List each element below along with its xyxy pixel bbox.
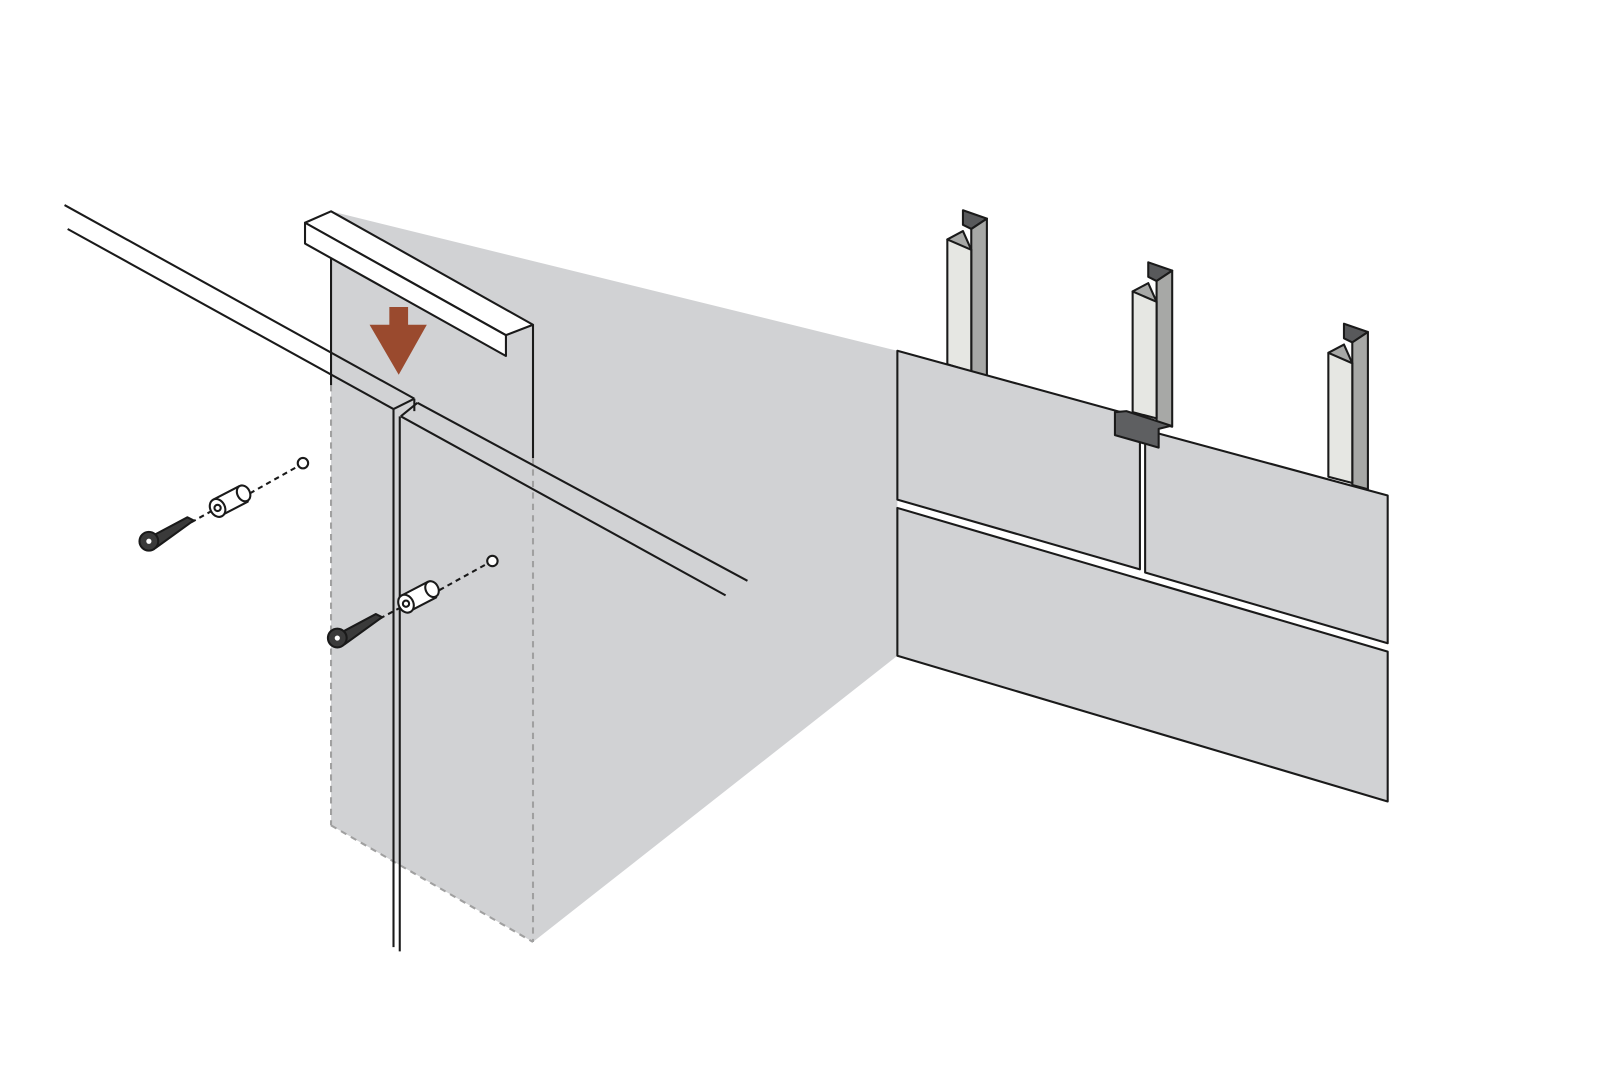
spacer-sleeve	[208, 484, 252, 518]
screw-icon	[326, 613, 384, 649]
panel-clip	[1113, 410, 1173, 449]
vertical-joint-rail	[392, 409, 401, 952]
detail-projection	[331, 211, 898, 942]
hidden-edges	[330, 385, 535, 943]
cladding-panel-bottom	[896, 506, 1389, 803]
spacer-sleeve	[397, 580, 440, 614]
screw-icon	[138, 516, 195, 552]
fixing-path	[249, 464, 301, 495]
top-z-channel	[303, 210, 535, 358]
metal-stud-3	[1327, 322, 1369, 491]
drill-hole	[296, 456, 310, 470]
metal-stud-1	[946, 209, 988, 378]
horizontal-rail	[64, 204, 748, 597]
fixing-set-upper	[138, 456, 310, 552]
drill-hole	[486, 554, 499, 568]
metal-stud-2	[1131, 261, 1174, 428]
cladding-panel-top-right	[1144, 428, 1389, 645]
fixing-set-lower	[326, 554, 499, 649]
cladding-panel-top-left	[896, 349, 1141, 571]
down-arrow-icon	[369, 307, 427, 375]
